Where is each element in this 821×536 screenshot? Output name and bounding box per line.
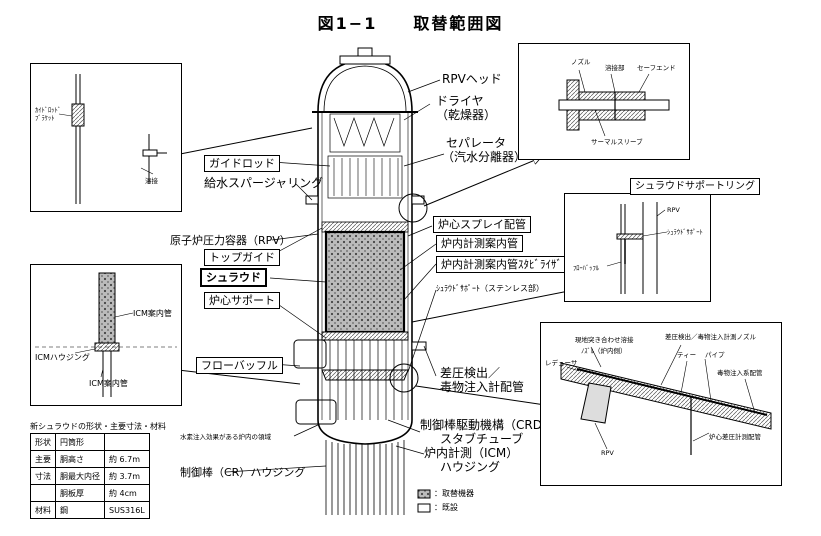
- spec-value: 約 4cm: [104, 484, 150, 502]
- tee-label: ティー: [677, 351, 697, 359]
- spec-key: 主要: [30, 450, 56, 468]
- spec-table: 形状 円筒形 主要 胴高さ 約 6.7m 寸法 胴最大内径 約 3.7m 胴板厚…: [30, 433, 150, 519]
- icm-guide-tube-bottom-label: ICM案内管: [89, 379, 128, 388]
- separator-sub-label: （汽水分離器）: [442, 150, 527, 164]
- spec-value: [104, 433, 150, 451]
- spec-row: 材料 鋼 SUS316L: [30, 501, 150, 519]
- icm-housing-inset-label: ICMハウジング: [35, 353, 90, 362]
- crd-stub-label-2: スタブチューブ: [440, 432, 524, 446]
- guide-rod-bracket-drawing: [58, 74, 167, 204]
- shroud-support-ring-drawing: [606, 202, 668, 294]
- water-injection-zone-label: 水素注入効果がある炉内の領域: [180, 433, 271, 441]
- spec-value: 約 6.7m: [104, 450, 150, 468]
- spec-caption: 新シュラウドの形状・主要寸法・材料: [30, 422, 166, 431]
- icm-housing-label-1: 炉内計測（ICM）: [424, 446, 519, 460]
- inset-dp-nozzle: 現地突き合わせ溶接 ﾉｽﾞﾙ（炉内側） レデューサ 差圧検出／毒物注入計測ノズル…: [540, 322, 782, 486]
- pipe-label: パイプ: [705, 351, 725, 359]
- flow-baffle-label: フローバッフル: [196, 357, 283, 374]
- shroud-label: シュラウド: [200, 268, 267, 287]
- dp-nozzle-label: 差圧検出／毒物注入計測ノズル: [665, 333, 756, 341]
- guide-rod-bracket-label: ｶｲﾄﾞﾛｯﾄﾞ ﾌﾞﾗｹｯﾄ: [35, 106, 61, 122]
- inset-shroud-support-ring: RPV ｼｭﾗｳﾄﾞｻﾎﾟｰﾄ ﾌﾛｰﾊﾞｯﾌﾙ: [564, 193, 711, 302]
- nozzle-safe-end-drawing: [558, 69, 670, 137]
- spec-row: 主要 胴高さ 約 6.7m: [30, 450, 150, 468]
- rpv-label: 原子炉圧力容器（RPV）: [170, 234, 291, 247]
- core-dp-piping-label: 炉心差圧計測配管: [709, 433, 761, 441]
- core-support-label: 炉心サポート: [204, 292, 280, 309]
- spec-subkey: 鋼: [55, 501, 105, 519]
- thermal-sleeve-label: サーマルスリーブ: [591, 138, 643, 146]
- shroud-support-ring-heading: シュラウドサポートリング: [630, 178, 760, 195]
- page-title: 図1−1 取替範囲図: [317, 14, 504, 33]
- spec-key: [30, 484, 56, 502]
- icm-housing-label-2: ハウジング: [440, 460, 501, 474]
- icm-housing-drawing: [35, 272, 177, 397]
- inset-icm-housing: ICM案内管 ICMハウジング ICM案内管: [30, 264, 182, 406]
- dp-detect-label-1: 差圧検出／: [440, 366, 501, 380]
- spec-row: 胴板厚 約 4cm: [30, 484, 150, 502]
- site-weld-label: 現地突き合わせ溶接: [575, 336, 634, 344]
- spec-key: 形状: [30, 433, 56, 451]
- spec-subkey: 胴最大内径: [55, 467, 105, 485]
- shroud-support-ss-label: ｼｭﾗｳﾄﾞｻﾎﾟｰﾄ（ステンレス部）: [436, 284, 544, 293]
- spec-subkey: 円筒形: [55, 433, 105, 451]
- spec-subkey: 胴板厚: [55, 484, 105, 502]
- crd-stub-label-1: 制御棒駆動機構（CRD）: [420, 418, 554, 432]
- core-spray-piping-label: 炉心スプレイ配管: [433, 216, 531, 233]
- reducer-label: レデューサ: [545, 359, 578, 367]
- incore-stabilizer-label: 炉内計測案内管ｽﾀﾋﾞﾗｲｻﾞ: [436, 256, 567, 273]
- ssr-shroud-support-label: ｼｭﾗｳﾄﾞｻﾎﾟｰﾄ: [667, 228, 703, 236]
- poison-line-label: 毒物注入系配管: [717, 369, 763, 377]
- ssr-rpv-label: RPV: [667, 206, 680, 214]
- inset-nozzle-safe-end: ノズル 溶接部 セーフエンド サーマルスリーブ: [518, 43, 690, 160]
- spec-row: 形状 円筒形: [30, 433, 150, 451]
- safe-end-label: セーフエンド: [637, 64, 676, 72]
- legend-replaced-label: ：取替機器: [434, 489, 474, 498]
- incore-guide-tube-label: 炉内計測案内管: [436, 235, 523, 252]
- inset-guide-rod-bracket: ｶｲﾄﾞﾛｯﾄﾞ ﾌﾞﾗｹｯﾄ 溶接: [30, 63, 182, 212]
- ssr-flow-baffle-label: ﾌﾛｰﾊﾞｯﾌﾙ: [573, 264, 599, 272]
- spec-key: 寸法: [30, 467, 56, 485]
- nozzle-inner-label: ﾉｽﾞﾙ（炉内側）: [581, 347, 627, 355]
- separator-label: セパレータ: [446, 136, 507, 150]
- icm-guide-tube-top-label: ICM案内管: [133, 309, 172, 318]
- dp-nozzle-drawing: [560, 344, 772, 455]
- top-guide-label: トップガイド: [204, 249, 280, 266]
- guide-rod-label: ガイドロッド: [204, 155, 280, 172]
- nozzle-weld-label: 溶接部: [605, 64, 625, 72]
- spec-value: 約 3.7m: [104, 467, 150, 485]
- feedwater-sparger-label: 給水スパージャリング: [204, 176, 324, 190]
- spec-value: SUS316L: [104, 501, 150, 519]
- dryer-label: ドライヤ: [436, 94, 484, 108]
- nozzle-label: ノズル: [571, 58, 591, 66]
- spec-key: 材料: [30, 501, 56, 519]
- guide-rod-weld-label: 溶接: [145, 177, 158, 185]
- dryer-sub-label: （乾燥器）: [436, 108, 497, 122]
- spec-row: 寸法 胴最大内径 約 3.7m: [30, 467, 150, 485]
- cr-housing-label: 制御棒（CR）ハウジング: [180, 466, 306, 479]
- rpv-head-label: RPVヘッド: [442, 72, 502, 86]
- legend-existing-label: ：既設: [434, 503, 458, 512]
- dp-rpv-label: RPV: [601, 449, 614, 457]
- dp-detect-label-2: 毒物注入計配管: [440, 380, 525, 394]
- spec-subkey: 胴高さ: [55, 450, 105, 468]
